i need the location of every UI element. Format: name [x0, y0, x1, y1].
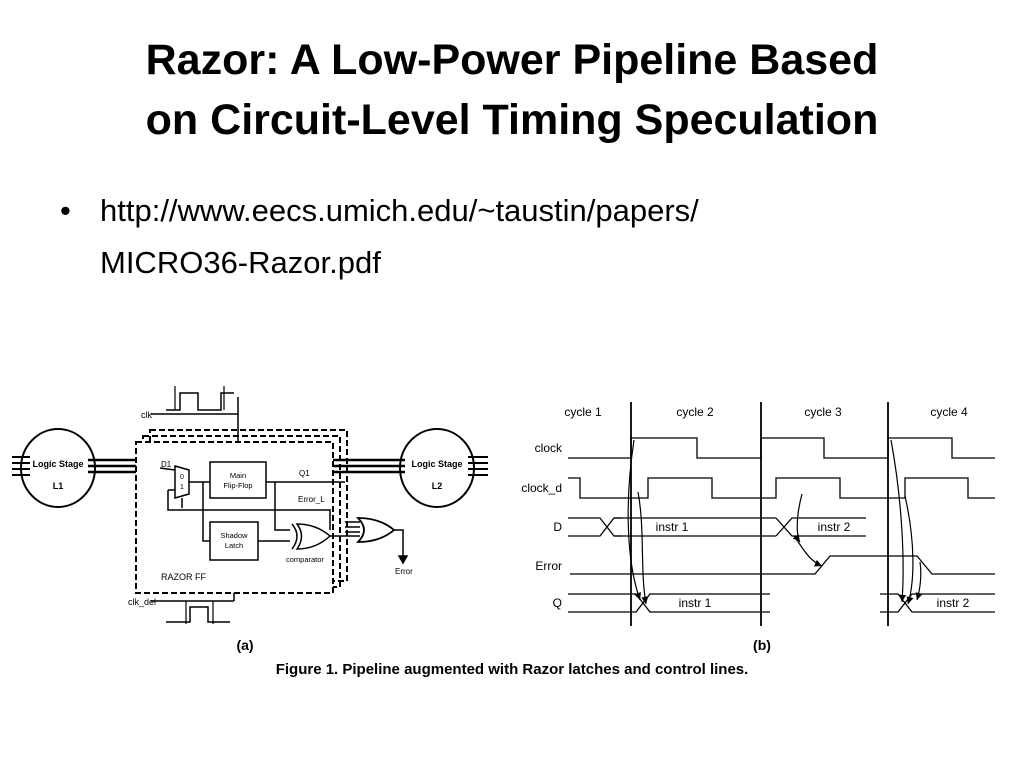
link-line-1: http://www.eecs.umich.edu/~taustin/paper… [100, 193, 699, 228]
panel-a-circuit [12, 386, 488, 624]
signal-q-label: Q [553, 596, 562, 610]
cycle-2-label: cycle 2 [676, 405, 714, 419]
signal-d-label: D [553, 520, 562, 534]
main-flip-flop-box [209, 461, 267, 499]
bullet-dot: • [60, 193, 71, 228]
main-ff-label-1: Main [230, 471, 246, 480]
bullet-list: • http://www.eecs.umich.edu/~taustin/pap… [60, 185, 980, 289]
mux-in0-label: 0 [180, 474, 184, 481]
signal-error-label: Error [535, 559, 562, 573]
shadow-latch-label-1: Shadow [220, 531, 248, 540]
signal-clock-d-label: clock_d [521, 481, 562, 495]
cycle-1-label: cycle 1 [564, 405, 602, 419]
mux-in1-label: 1 [180, 484, 184, 491]
d-instr2-label: instr 2 [818, 520, 851, 534]
q-instr1-label: instr 1 [679, 596, 712, 610]
panel-b-label: (b) [753, 637, 771, 653]
bullet-item: • http://www.eecs.umich.edu/~taustin/pap… [60, 185, 980, 289]
l2-stage-id: L2 [432, 481, 443, 491]
comparator-xor-gate [291, 523, 332, 550]
link-line-2: MICRO36-Razor.pdf [100, 245, 381, 280]
clk-pulse-icon [166, 386, 234, 411]
causality-arrows [627, 439, 923, 605]
d1-label: D1 [161, 460, 172, 469]
slide-title: Razor: A Low-Power Pipeline Based on Cir… [0, 30, 1024, 150]
q-bus-waveform [568, 593, 995, 613]
d-instr1-label: instr 1 [656, 520, 689, 534]
main-ff-label-2: Flip-Flop [223, 481, 252, 490]
l1-stage-id: L1 [53, 481, 64, 491]
title-line-2: on Circuit-Level Timing Speculation [145, 96, 879, 144]
panel-b-timing [568, 402, 995, 626]
error-l-label: Error_L [298, 495, 325, 504]
signal-clock-label: clock [535, 441, 563, 455]
l1-stage-name: Logic Stage [32, 459, 83, 469]
q-instr2-label: instr 2 [937, 596, 970, 610]
clock-d-waveform [568, 477, 995, 499]
or-gate [355, 517, 396, 543]
comparator-label: comparator [286, 555, 324, 564]
q1-label: Q1 [299, 469, 310, 478]
cycle-3-label: cycle 3 [804, 405, 842, 419]
panel-a-label: (a) [236, 637, 253, 653]
clock-waveform [568, 437, 995, 459]
error-output-label: Error [395, 567, 413, 576]
error-waveform [570, 555, 995, 575]
clk-del-label: clk_del [128, 597, 156, 607]
clk-label: clk [141, 410, 152, 420]
mux-shape [174, 465, 190, 499]
panel-a-labels: clk clk_del Logic Stage L1 Logic Stage L… [32, 410, 462, 653]
razor-ff-label: RAZOR FF [161, 572, 206, 582]
figure-caption: Figure 1. Pipeline augmented with Razor … [275, 661, 749, 678]
shadow-latch-label-2: Latch [225, 541, 243, 550]
razor-ff-box [135, 441, 334, 594]
l2-stage-name: Logic Stage [411, 459, 462, 469]
panel-b-labels: cycle 1 cycle 2 cycle 3 cycle 4 clock cl… [521, 405, 969, 653]
clk-del-pulse-icon [166, 601, 230, 624]
title-line-1: Razor: A Low-Power Pipeline Based [145, 36, 879, 84]
cycle-4-label: cycle 4 [930, 405, 968, 419]
paper-link[interactable]: http://www.eecs.umich.edu/~taustin/paper… [100, 185, 980, 289]
